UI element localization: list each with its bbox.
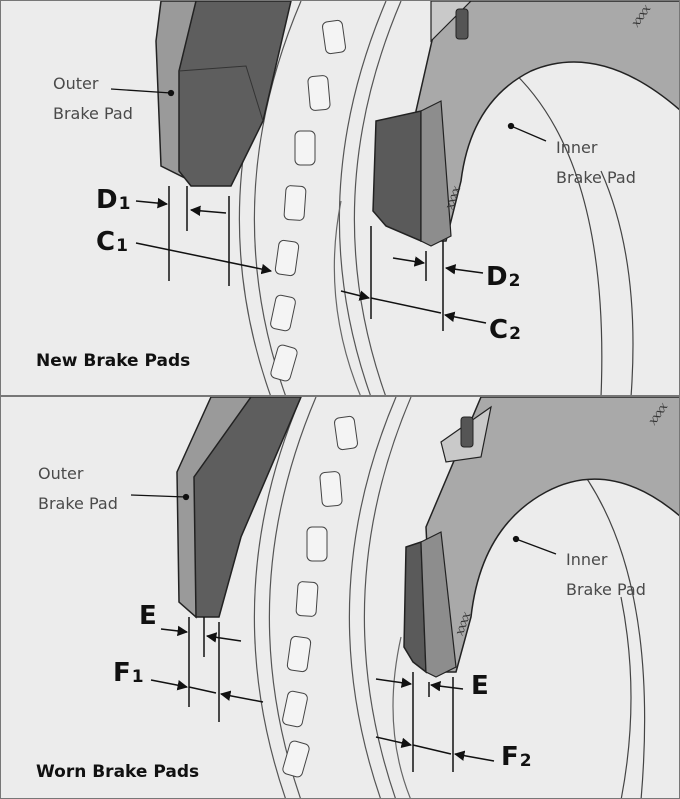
inner-caliper [425, 397, 679, 673]
outer-pad-friction [193, 397, 302, 618]
worn-pads-drawing [130, 397, 679, 798]
dim-d2: D2 [486, 262, 521, 292]
worn-pads-caption: Worn Brake Pads [36, 762, 200, 782]
caliper-pin [460, 416, 474, 448]
leader-lines [110, 88, 547, 142]
inner-pad-label-line1: Inner [566, 550, 608, 569]
dimension-lines [135, 186, 487, 331]
dim-e-outer: E [139, 601, 157, 631]
dim-c2: C2 [489, 315, 521, 345]
outer-pad-label-line2: Brake Pad [38, 494, 118, 513]
outer-pad-label-line1: Outer [53, 74, 99, 93]
inner-pad-friction [372, 110, 422, 243]
inner-pad-label-line2: Brake Pad [556, 168, 636, 187]
rotor-outline [238, 1, 634, 395]
rotor-vents [282, 415, 358, 778]
rotor-outline [253, 397, 646, 798]
inner-pad-friction [403, 540, 427, 674]
worn-brake-pads-panel: Outer Brake Pad Inner Brake Pad E F1 E F… [0, 396, 680, 799]
inner-pad-backing [420, 531, 457, 678]
rotor-vents [270, 19, 346, 382]
dim-d1: D1 [96, 185, 131, 215]
inner-pad-backing [420, 100, 452, 247]
inner-caliper [415, 1, 679, 242]
dim-f1: F1 [113, 658, 144, 688]
new-pads-drawing [110, 1, 679, 395]
dimension-lines [150, 617, 495, 772]
new-pads-caption: New Brake Pads [36, 351, 191, 371]
dim-e-inner: E [471, 671, 489, 701]
inner-pad-label-line1: Inner [556, 138, 598, 157]
outer-pad-label-line2: Brake Pad [53, 104, 133, 123]
dim-c1: C1 [96, 227, 128, 257]
inner-pad-label-line2: Brake Pad [566, 580, 646, 599]
outer-pad-label-line1: Outer [38, 464, 84, 483]
dim-f2: F2 [501, 742, 532, 772]
leader-lines [130, 493, 557, 555]
new-brake-pads-panel: Outer Brake Pad Inner Brake Pad D1 C1 D2… [0, 0, 680, 396]
outer-pad-friction [178, 1, 292, 187]
caliper-pin [455, 8, 469, 40]
